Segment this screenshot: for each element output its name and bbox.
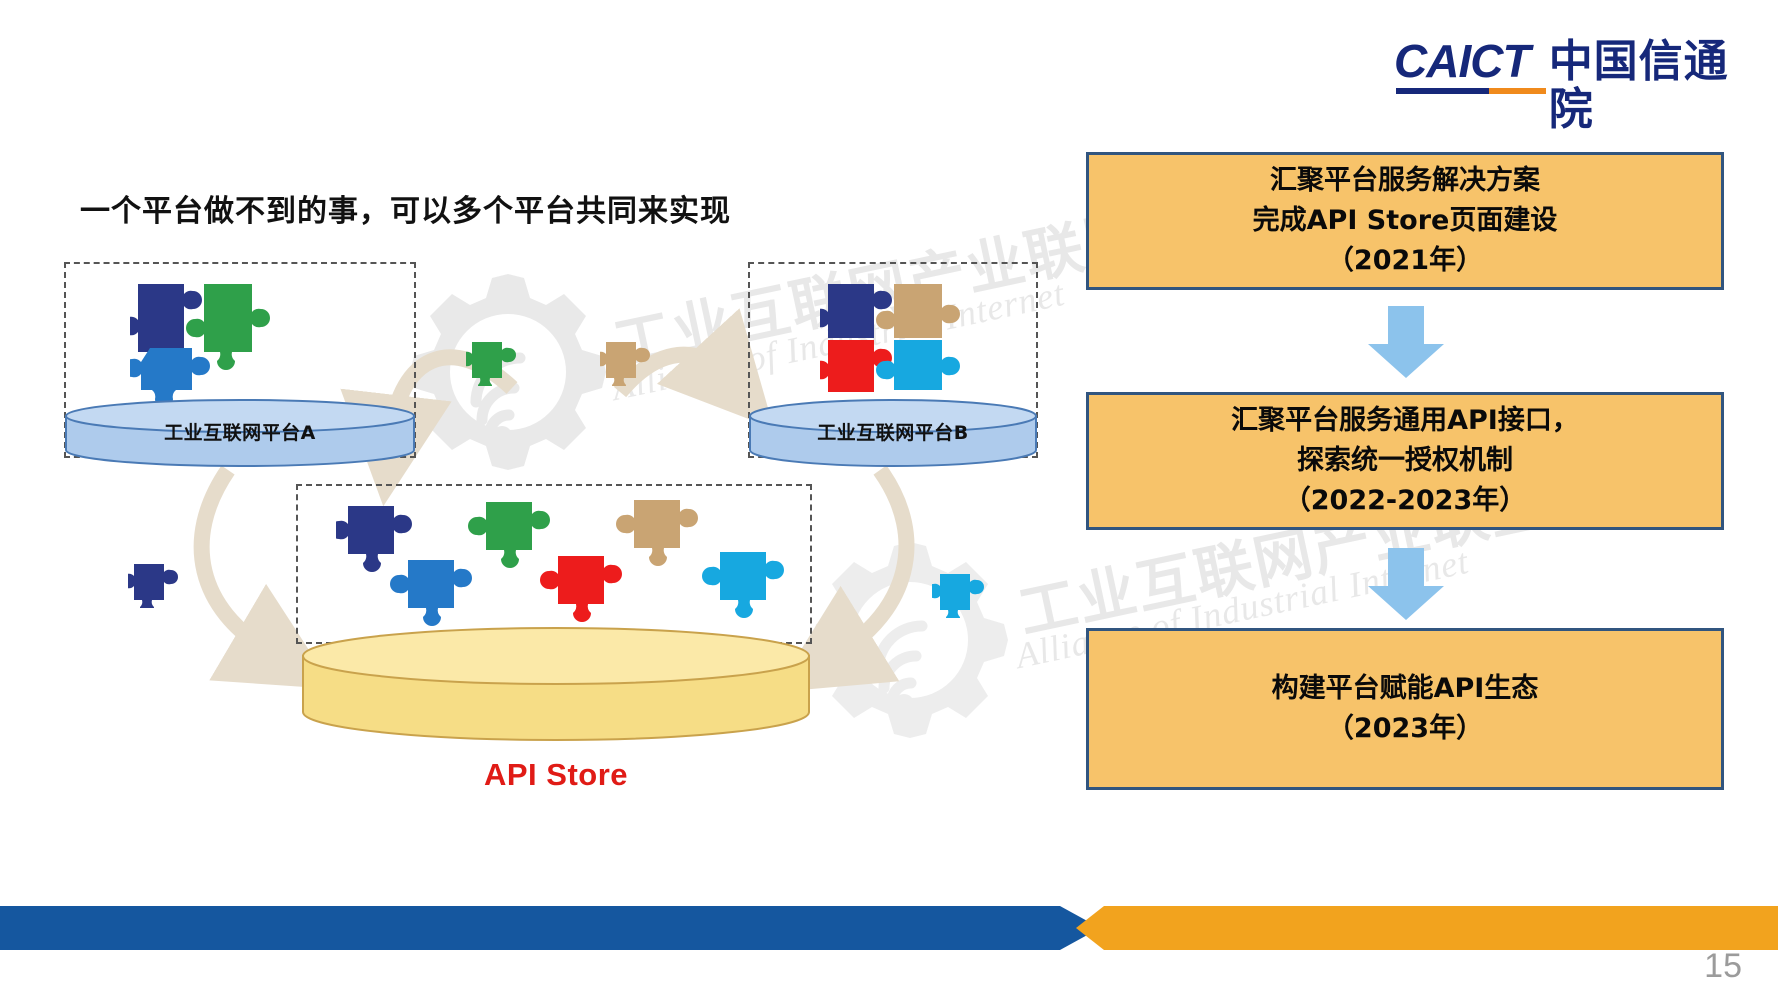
stage-2021-box[interactable]: 汇聚平台服务解决方案 完成API Store页面建设 （2021年） — [1086, 152, 1724, 290]
platform-b-label: 工业互联网平台B — [817, 422, 969, 444]
api-store-label: API Store — [483, 757, 629, 792]
api-store-cylinder — [302, 627, 810, 741]
stage-2022-2023-line-1: 汇聚平台服务通用API接口， — [1231, 405, 1579, 436]
page-number: 15 — [1704, 947, 1742, 985]
puzzle-cluster-a — [130, 284, 270, 404]
stage-2021-line-2: 完成API Store页面建设 — [1252, 205, 1558, 236]
caict-logo: CAICT 中国信通院 — [1394, 35, 1754, 134]
stage-2023-line-2: （2023年） — [1326, 713, 1484, 744]
stage-2021-line-1: 汇聚平台服务解决方案 — [1270, 165, 1540, 196]
stage-2022-2023-line-3: （2022-2023年） — [1283, 485, 1527, 516]
stage-2023-line-1: 构建平台赋能API生态 — [1271, 673, 1539, 704]
stage-2023-box[interactable]: 构建平台赋能API生态 （2023年） — [1086, 628, 1724, 790]
stage-2021-line-3: （2021年） — [1326, 245, 1484, 276]
arrow-down-icon-1 — [1368, 306, 1444, 378]
page-title: 一个平台做不到的事，可以多个平台共同来实现 — [80, 194, 731, 229]
puzzle-piece-stray-navy — [128, 564, 178, 608]
institute-name: 中国信通院 — [1548, 36, 1729, 135]
logo-underline-rule — [1396, 88, 1546, 94]
puzzle-piece-stray-cyan — [932, 574, 984, 618]
platform-b-cylinder — [749, 399, 1037, 467]
stage-2022-2023-box[interactable]: 汇聚平台服务通用API接口， 探索统一授权机制 （2022-2023年） — [1086, 392, 1724, 530]
puzzle-cluster-api-store — [336, 500, 784, 626]
caict-text: CAICT — [1394, 35, 1531, 87]
puzzle-piece-stray-tan — [600, 342, 650, 386]
footer-bar — [0, 906, 1778, 950]
flow-arrows — [193, 308, 915, 693]
platform-a-label: 工业互联网平台A — [164, 422, 316, 444]
stage-2022-2023-line-2: 探索统一授权机制 — [1297, 445, 1513, 476]
caict-wordmark: CAICT — [1394, 35, 1546, 96]
puzzle-cluster-b — [820, 284, 960, 392]
arrow-down-icon-2 — [1368, 548, 1444, 620]
platform-a-cylinder — [65, 399, 415, 467]
puzzle-piece-stray-green — [466, 342, 516, 386]
